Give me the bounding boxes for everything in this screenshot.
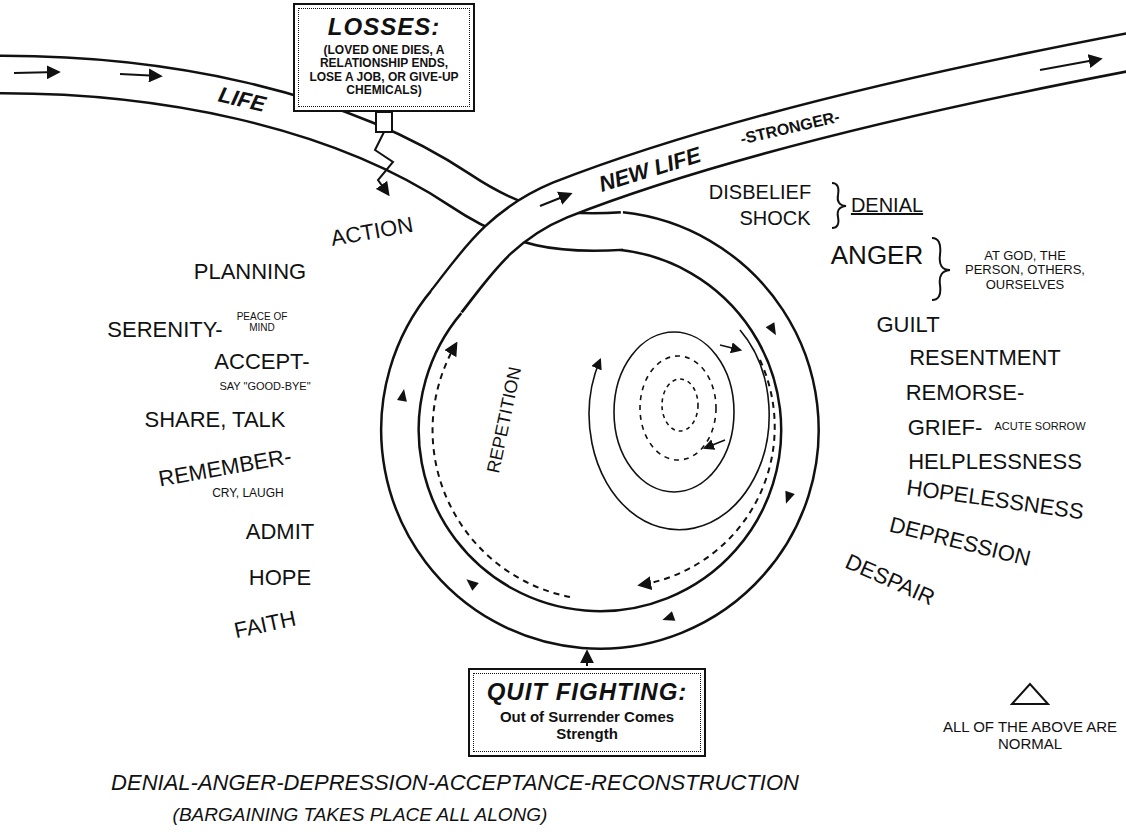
note-text: ACUTE SORROW [994, 420, 1085, 432]
note-text: PEACE OF MIND [234, 311, 290, 333]
denial-brace [832, 183, 846, 228]
loop-arrows [397, 322, 795, 624]
box-body: (LOVED ONE DIES, A RELATIONSHIP ENDS, LO… [305, 44, 463, 98]
stage-label: SHARE, TALK [144, 408, 285, 432]
summary-line: DENIAL-ANGER-DEPRESSION-ACCEPTANCE-RECON… [111, 771, 799, 795]
repetition-arc [640, 360, 775, 585]
flow-arrow [1040, 59, 1100, 70]
stage-label: DISBELIEF [709, 181, 811, 203]
note-text: AT GOD, THE PERSON, OTHERS, OURSELVES [955, 249, 1095, 292]
stage-label: GUILT [876, 313, 939, 337]
flow-arrow [540, 194, 570, 206]
inner-spiral [589, 330, 769, 530]
losses-bolt [375, 132, 393, 194]
loss-box: LOSSES: (LOVED ONE DIES, A RELATIONSHIP E… [293, 3, 475, 112]
flow-arrow [120, 74, 160, 76]
triangle-mark [1012, 684, 1048, 704]
band-label: -STRONGER- [739, 108, 842, 148]
band-label: NEW LIFE [596, 143, 704, 197]
note-text: ALL OF THE ABOVE ARE NORMAL [943, 719, 1118, 752]
summary-note: (BARGAINING TAKES PLACE ALL ALONG) [173, 805, 548, 826]
stage-label: PLANNING [194, 260, 306, 284]
stage-label: DEPRESSION [887, 513, 1033, 571]
stage-label: SHOCK [739, 207, 810, 229]
stage-label: ACTION [329, 213, 415, 251]
stage-label: ADMIT [246, 520, 314, 544]
box-title: LOSSES: [305, 14, 463, 41]
surrender-pointer [586, 652, 588, 666]
stage-label: REMEMBER- [157, 444, 294, 491]
stage-label: FAITH [232, 607, 298, 644]
stage-label: GRIEF- [908, 416, 983, 440]
stage-label: ANGER [831, 241, 923, 270]
new-life-band-fill [445, 48, 1126, 303]
losses-stem [376, 112, 392, 132]
stage-label: REMORSE- [906, 381, 1025, 405]
note-text: CRY, LAUGH [212, 487, 284, 500]
flow-arrow [14, 72, 58, 73]
box-body: Out of Surrender Comes Strength [480, 709, 694, 743]
repetition-label: REPETITION [484, 365, 526, 475]
stage-label: ACCEPT- [214, 350, 309, 374]
note-text: SAY "GOOD-BYE" [219, 380, 310, 392]
repetition-arc [433, 344, 570, 597]
stage-label: HOPE [249, 566, 311, 590]
stage-group-label: DENIAL [851, 194, 923, 216]
stage-label: DESPAIR [842, 550, 939, 611]
box-title: QUIT FIGHTING: [480, 679, 694, 706]
anger-brace [932, 238, 950, 300]
stage-label: HOPELESSNESS [905, 476, 1085, 525]
surrender-box: QUIT FIGHTING: Out of Surrender Comes Str… [468, 668, 706, 757]
band-label: LIFE [216, 83, 268, 117]
stage-label: RESENTMENT [909, 346, 1061, 370]
stage-label: HELPLESSNESS [908, 450, 1082, 474]
stage-label: SERENITY- [107, 318, 222, 342]
